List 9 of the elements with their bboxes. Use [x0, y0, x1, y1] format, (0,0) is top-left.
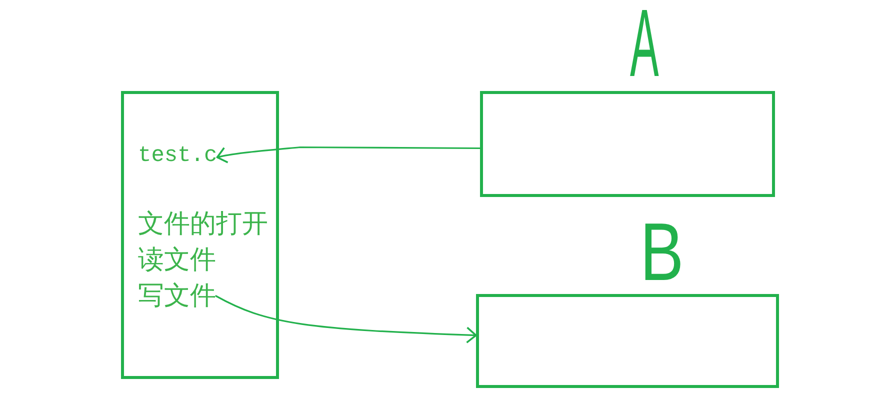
arrow — [215, 295, 477, 344]
text-label: 文件的打开 — [138, 206, 268, 242]
text-label: test.c — [138, 143, 218, 169]
container-box — [121, 91, 279, 379]
arrow — [216, 146, 481, 164]
text-label: 读文件 — [138, 242, 216, 278]
text-label: 写文件 — [138, 278, 216, 314]
box-label: A — [630, 8, 659, 80]
box-label: B — [640, 222, 684, 284]
